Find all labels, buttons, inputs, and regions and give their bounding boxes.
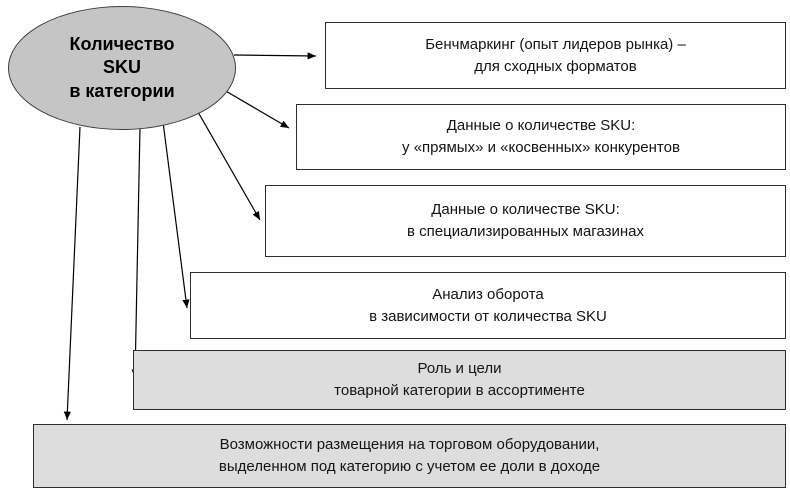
arrow-to-category-role bbox=[131, 126, 141, 379]
box-line: Данные о количестве SKU: bbox=[446, 117, 636, 135]
box-line: Роль и цели bbox=[417, 360, 502, 378]
box-category-role: Роль и цели товарной категории в ассорти… bbox=[133, 350, 786, 410]
box-line: для сходных форматов bbox=[474, 57, 637, 75]
ellipse-line: SKU bbox=[102, 57, 141, 78]
box-benchmarking: Бенчмаркинг (опыт лидеров рынка) – для с… bbox=[325, 22, 786, 89]
arrow-to-benchmarking bbox=[233, 52, 317, 60]
box-line: товарной категории в ассортименте bbox=[334, 382, 585, 399]
box-line: выделенном под категорию с учетом ее дол… bbox=[218, 458, 601, 475]
box-line: Возможности размещения на торговом обору… bbox=[219, 436, 600, 454]
ellipse-line: в категории bbox=[69, 80, 175, 101]
box-line: Анализ оборота bbox=[432, 285, 544, 303]
box-line: в специализированных магазинах bbox=[407, 223, 644, 240]
box-line: у «прямых» и «косвенных» конкурентов bbox=[402, 139, 680, 156]
arrow-to-sku-specialized bbox=[197, 111, 261, 221]
box-placement: Возможности размещения на торговом обору… bbox=[33, 424, 786, 488]
box-sku-specialized: Данные о количестве SKU: в специализиров… bbox=[265, 185, 786, 257]
box-line: Данные о количестве SKU: bbox=[431, 201, 620, 219]
arrow-to-placement bbox=[63, 126, 81, 421]
box-sku-competitors: Данные о количестве SKU: у «прямых» и «к… bbox=[296, 104, 786, 170]
box-turnover-analysis: Анализ оборота в зависимости от количест… bbox=[190, 272, 786, 339]
box-line: Бенчмаркинг (опыт лидеров рынка) – bbox=[425, 35, 686, 53]
box-line: в зависимости от количества SKU bbox=[369, 307, 607, 325]
ellipse-sku-count: Количество SKU в категории bbox=[8, 6, 236, 130]
ellipse-line: Количество bbox=[69, 33, 175, 54]
arrow-to-turnover-analysis bbox=[162, 121, 190, 309]
arrow-to-sku-competitors bbox=[223, 89, 290, 129]
